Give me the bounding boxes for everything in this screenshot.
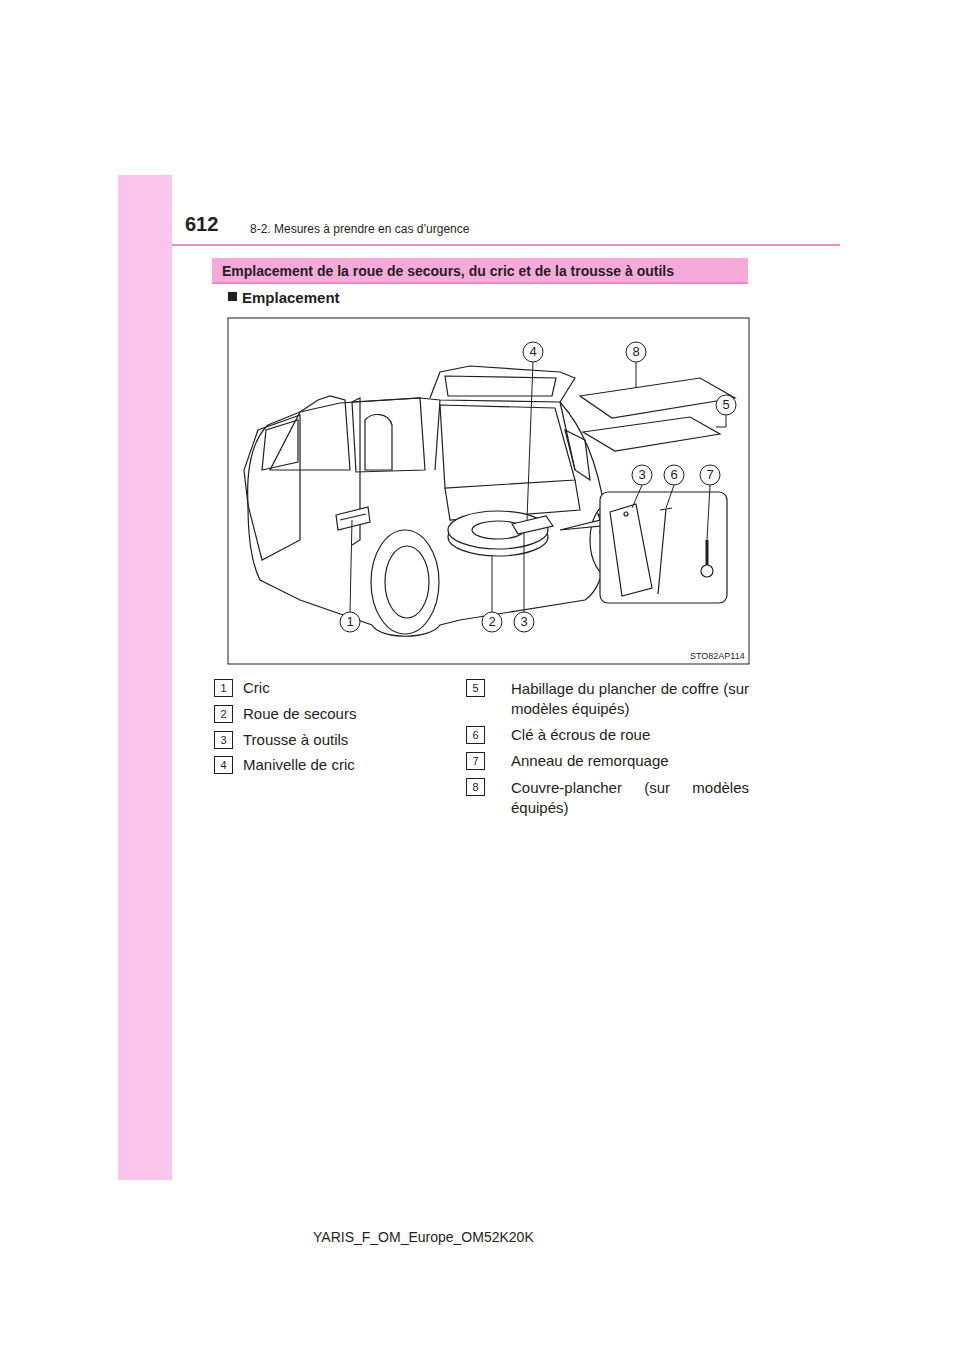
list-number: 6 <box>466 726 485 744</box>
list-number: 7 <box>466 752 485 770</box>
part-name: Couvre-plancher (sur modèles équipés) <box>511 778 749 817</box>
header-rule <box>172 244 840 246</box>
part-name: Cric <box>243 679 270 698</box>
list-number: 8 <box>466 778 485 796</box>
bullet <box>228 292 237 301</box>
callout-number: 8 <box>627 343 645 361</box>
callout-number: 1 <box>341 613 359 631</box>
figure-code: STO82AP114 <box>690 651 745 662</box>
heading-band: Emplacement de la roue de secours, du cr… <box>212 258 748 284</box>
callout-number: 3 <box>515 613 533 631</box>
callout-number: 3 <box>633 466 651 484</box>
callout-number: 5 <box>717 396 735 414</box>
callout-number: 4 <box>524 343 542 361</box>
list-number: 3 <box>214 731 233 749</box>
callout-number: 6 <box>665 466 683 484</box>
list-number: 5 <box>466 679 485 697</box>
leader-lines <box>350 362 726 612</box>
part-name: Trousse à outils <box>243 731 348 750</box>
sub-heading: Emplacement <box>242 289 340 308</box>
part-name: Clé à écrous de roue <box>511 726 650 745</box>
part-name: Habillage du plancher de coffre (sur mod… <box>511 679 749 718</box>
part-name: Anneau de remorquage <box>511 752 669 771</box>
footer-code: YARIS_F_OM_Europe_OM52K20K <box>313 1229 534 1247</box>
part-name: Roue de secours <box>243 705 356 724</box>
part-name: Manivelle de cric <box>243 756 355 775</box>
callout-number: 7 <box>701 466 719 484</box>
section-heading: Emplacement de la roue de secours, du cr… <box>222 263 674 279</box>
figure-frame <box>228 318 749 664</box>
running-header: 8-2. Mesures à prendre en cas d’urgence <box>250 222 469 237</box>
side-tab <box>118 175 172 1180</box>
car-illustration <box>244 366 735 636</box>
callout-number: 2 <box>483 613 501 631</box>
list-number: 2 <box>214 705 233 723</box>
list-number: 4 <box>214 756 233 774</box>
page-number: 612 <box>185 212 218 237</box>
callout-circles <box>340 342 736 632</box>
list-number: 1 <box>214 679 233 697</box>
